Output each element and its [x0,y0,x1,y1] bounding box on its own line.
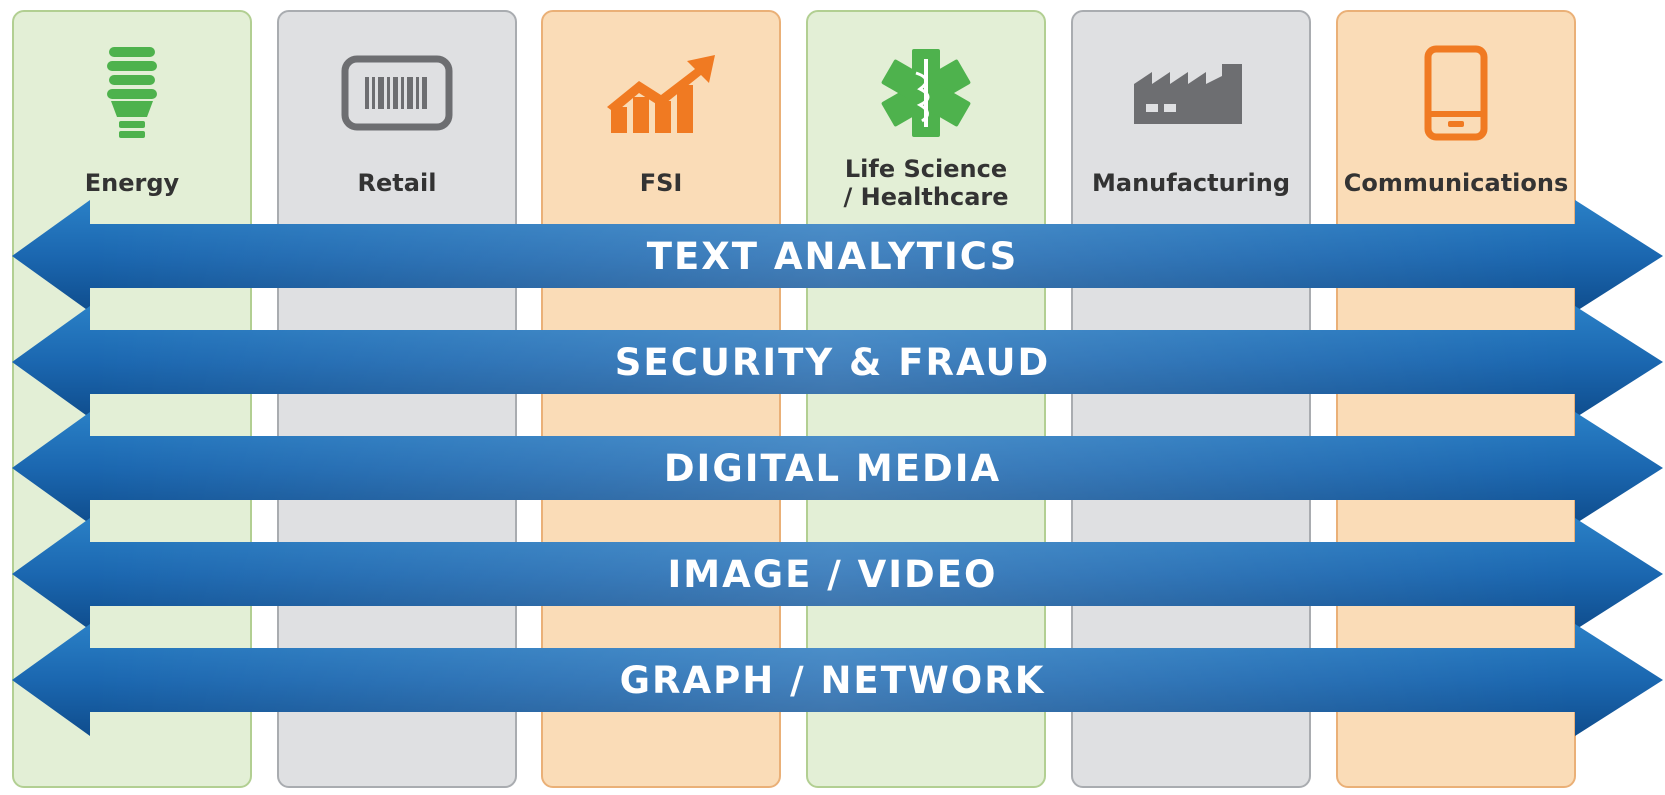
lightbulb-icon [14,38,250,148]
industry-label: Life Science / Healthcare [843,155,1009,211]
capability-arrow-security-fraud: SECURITY & FRAUD [0,306,1665,418]
industry-label: Manufacturing [1092,169,1290,197]
barcode-icon [279,38,515,148]
star-of-life-icon [808,38,1044,148]
capability-label: GRAPH / NETWORK [619,658,1046,702]
capability-arrow-image-video: IMAGE / VIDEO [0,518,1665,630]
capability-label: DIGITAL MEDIA [663,446,1002,490]
capability-arrow-digital-media: DIGITAL MEDIA [0,412,1665,524]
industry-label: Energy [84,169,180,197]
industry-label: Retail [357,169,437,197]
growth-chart-icon [543,38,779,148]
capability-label: SECURITY & FRAUD [614,340,1051,384]
capability-label: TEXT ANALYTICS [646,234,1019,278]
industry-label: Communications [1343,169,1569,197]
capability-arrow-text-analytics: TEXT ANALYTICS [0,200,1665,312]
industry-label: FSI [639,169,683,197]
factory-icon [1073,38,1309,148]
mobile-phone-icon [1338,38,1574,148]
capability-arrow-graph-network: GRAPH / NETWORK [0,624,1665,736]
capability-label: IMAGE / VIDEO [667,552,998,596]
